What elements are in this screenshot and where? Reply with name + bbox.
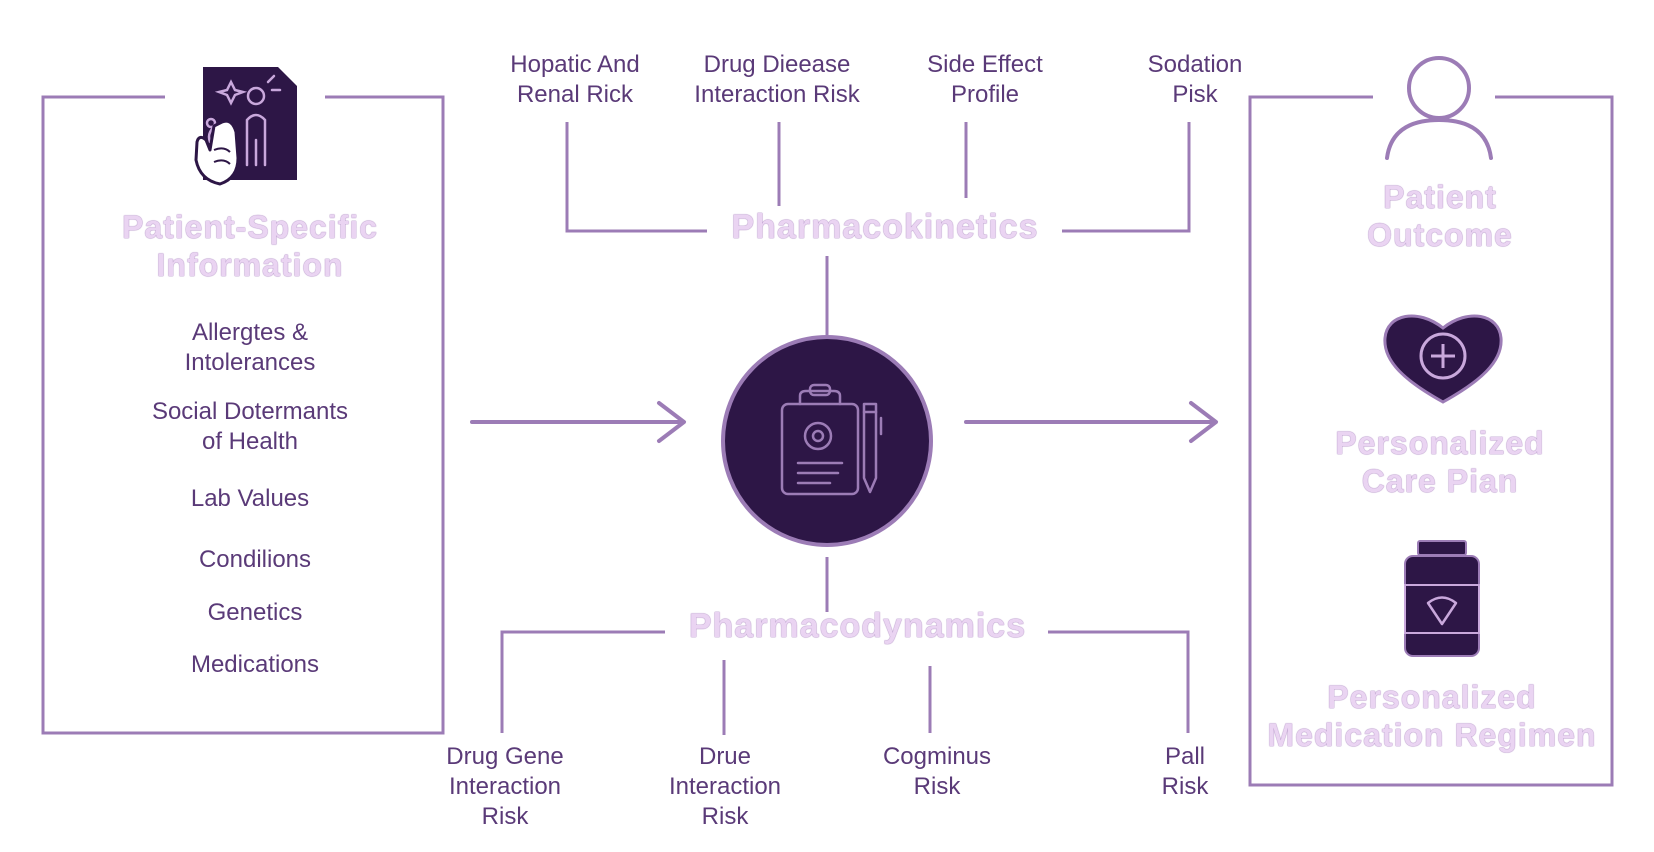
input-arrow-head bbox=[657, 401, 686, 443]
left-panel-frame bbox=[41, 95, 445, 735]
pd-risk-drug-gene: Drug Gene Interaction Risk bbox=[410, 742, 600, 832]
care-plan-title-line-2: Care Pian bbox=[1361, 463, 1519, 499]
hub-circle bbox=[721, 335, 933, 547]
pd-risk-drug-interaction: Drue Interaction Risk bbox=[630, 742, 820, 832]
pk-risk-drug-disease: Drug Dieease Interaction Risk bbox=[662, 50, 892, 110]
outcome-title-line-1: Patient bbox=[1383, 179, 1497, 215]
pd-risk-drug-gene-line-3: Risk bbox=[481, 803, 529, 830]
pk-risk-hepatic-renal-line-1: Hopatic And bbox=[510, 51, 640, 78]
pd-risk-fall: Pall Risk bbox=[1125, 742, 1245, 802]
pd-risk-fall-line-1: Pall bbox=[1164, 743, 1206, 770]
info-item-allergies-line-1: Allergtes & bbox=[191, 319, 309, 346]
pd-risk-cognitive-line-2: Risk bbox=[913, 773, 961, 800]
medication-regimen-title-line-2: Medication Regimen bbox=[1267, 717, 1597, 753]
pk-risk-hepatic-renal-line-2: Renal Rick bbox=[516, 81, 634, 108]
pd-risk-drug-interaction-line-1: Drue bbox=[698, 743, 752, 770]
info-item-medications: Medications bbox=[55, 650, 455, 680]
pk-bracket-right bbox=[1062, 122, 1191, 233]
info-item-lab-values-line-1: Lab Values bbox=[190, 485, 310, 512]
pharmacokinetics-label: Pharmacokinetics bbox=[731, 208, 1039, 246]
medication-regimen-title: Personalized Medication Regimen bbox=[1262, 678, 1602, 754]
pk-risk-side-effect: Side Effect Profile bbox=[885, 50, 1085, 110]
pd-risk-drug-gene-line-1: Drug Gene bbox=[446, 743, 564, 770]
care-plan-title: Personalized Care Pian bbox=[1290, 424, 1590, 500]
pd-risk-drug-interaction-line-2: Interaction bbox=[668, 773, 782, 800]
pd-bracket-left bbox=[500, 630, 665, 733]
info-item-conditions: Condilions bbox=[55, 545, 455, 575]
pk-risk-side-effect-line-2: Profile bbox=[950, 81, 1020, 108]
info-item-conditions-line-1: Condilions bbox=[198, 546, 312, 573]
medication-regimen-title-line-1: Personalized bbox=[1327, 679, 1537, 715]
right-panel-frame bbox=[1248, 95, 1614, 787]
pd-risk-cognitive-line-1: Cogminus bbox=[882, 743, 992, 770]
info-item-allergies-line-2: Intolerances bbox=[184, 349, 316, 376]
info-item-genetics-line-1: Genetics bbox=[207, 599, 303, 626]
person-icon bbox=[1385, 56, 1493, 160]
care-plan-title-line-1: Personalized bbox=[1335, 425, 1545, 461]
pk-risk-sedation-line-1: Sodation bbox=[1147, 51, 1243, 78]
info-item-allergies: Allergtes & Intolerances bbox=[50, 318, 450, 378]
left-panel-title-line-1: Patient-Specific bbox=[121, 209, 379, 245]
patient-chart-icon bbox=[194, 67, 297, 186]
pk-risk-drug-disease-line-2: Interaction Risk bbox=[694, 81, 860, 108]
output-arrow-head bbox=[1189, 401, 1218, 443]
medicine-bottle-icon bbox=[1404, 540, 1480, 657]
outcome-title: Patient Outcome bbox=[1300, 178, 1580, 254]
pd-risk-drug-interaction-line-3: Risk bbox=[701, 803, 749, 830]
info-item-lab-values: Lab Values bbox=[50, 484, 450, 514]
pd-risk-drug-gene-line-2: Interaction bbox=[448, 773, 562, 800]
outcome-title-line-2: Outcome bbox=[1367, 217, 1513, 253]
left-panel-title: Patient-Specific Information bbox=[70, 208, 430, 284]
pd-risk-fall-line-2: Risk bbox=[1161, 773, 1209, 800]
left-panel-title-line-2: Information bbox=[156, 247, 344, 283]
pk-risk-sedation-line-2: Pisk bbox=[1172, 81, 1218, 108]
info-item-medications-line-1: Medications bbox=[190, 651, 320, 678]
info-item-social-determinants-line-2: of Health bbox=[201, 428, 299, 455]
pk-risk-hepatic-renal: Hopatic And Renal Rick bbox=[475, 50, 675, 110]
pd-bracket-right bbox=[1048, 630, 1190, 733]
info-item-social-determinants-line-1: Social Dotermants bbox=[151, 398, 349, 425]
pharmacodynamics-label: Pharmacodynamics bbox=[688, 607, 1027, 645]
pd-risk-cognitive: Cogminus Risk bbox=[842, 742, 1032, 802]
pk-risk-sedation: Sodation Pisk bbox=[1100, 50, 1290, 110]
info-item-genetics: Genetics bbox=[55, 598, 455, 628]
info-item-social-determinants: Social Dotermants of Health bbox=[50, 397, 450, 457]
heart-plus-icon bbox=[1383, 314, 1503, 404]
pk-risk-side-effect-line-1: Side Effect bbox=[927, 51, 1043, 78]
pk-risk-drug-disease-line-1: Drug Dieease bbox=[703, 51, 851, 78]
pk-bracket-left bbox=[565, 122, 707, 233]
clipboard-pen-icon bbox=[780, 383, 883, 496]
